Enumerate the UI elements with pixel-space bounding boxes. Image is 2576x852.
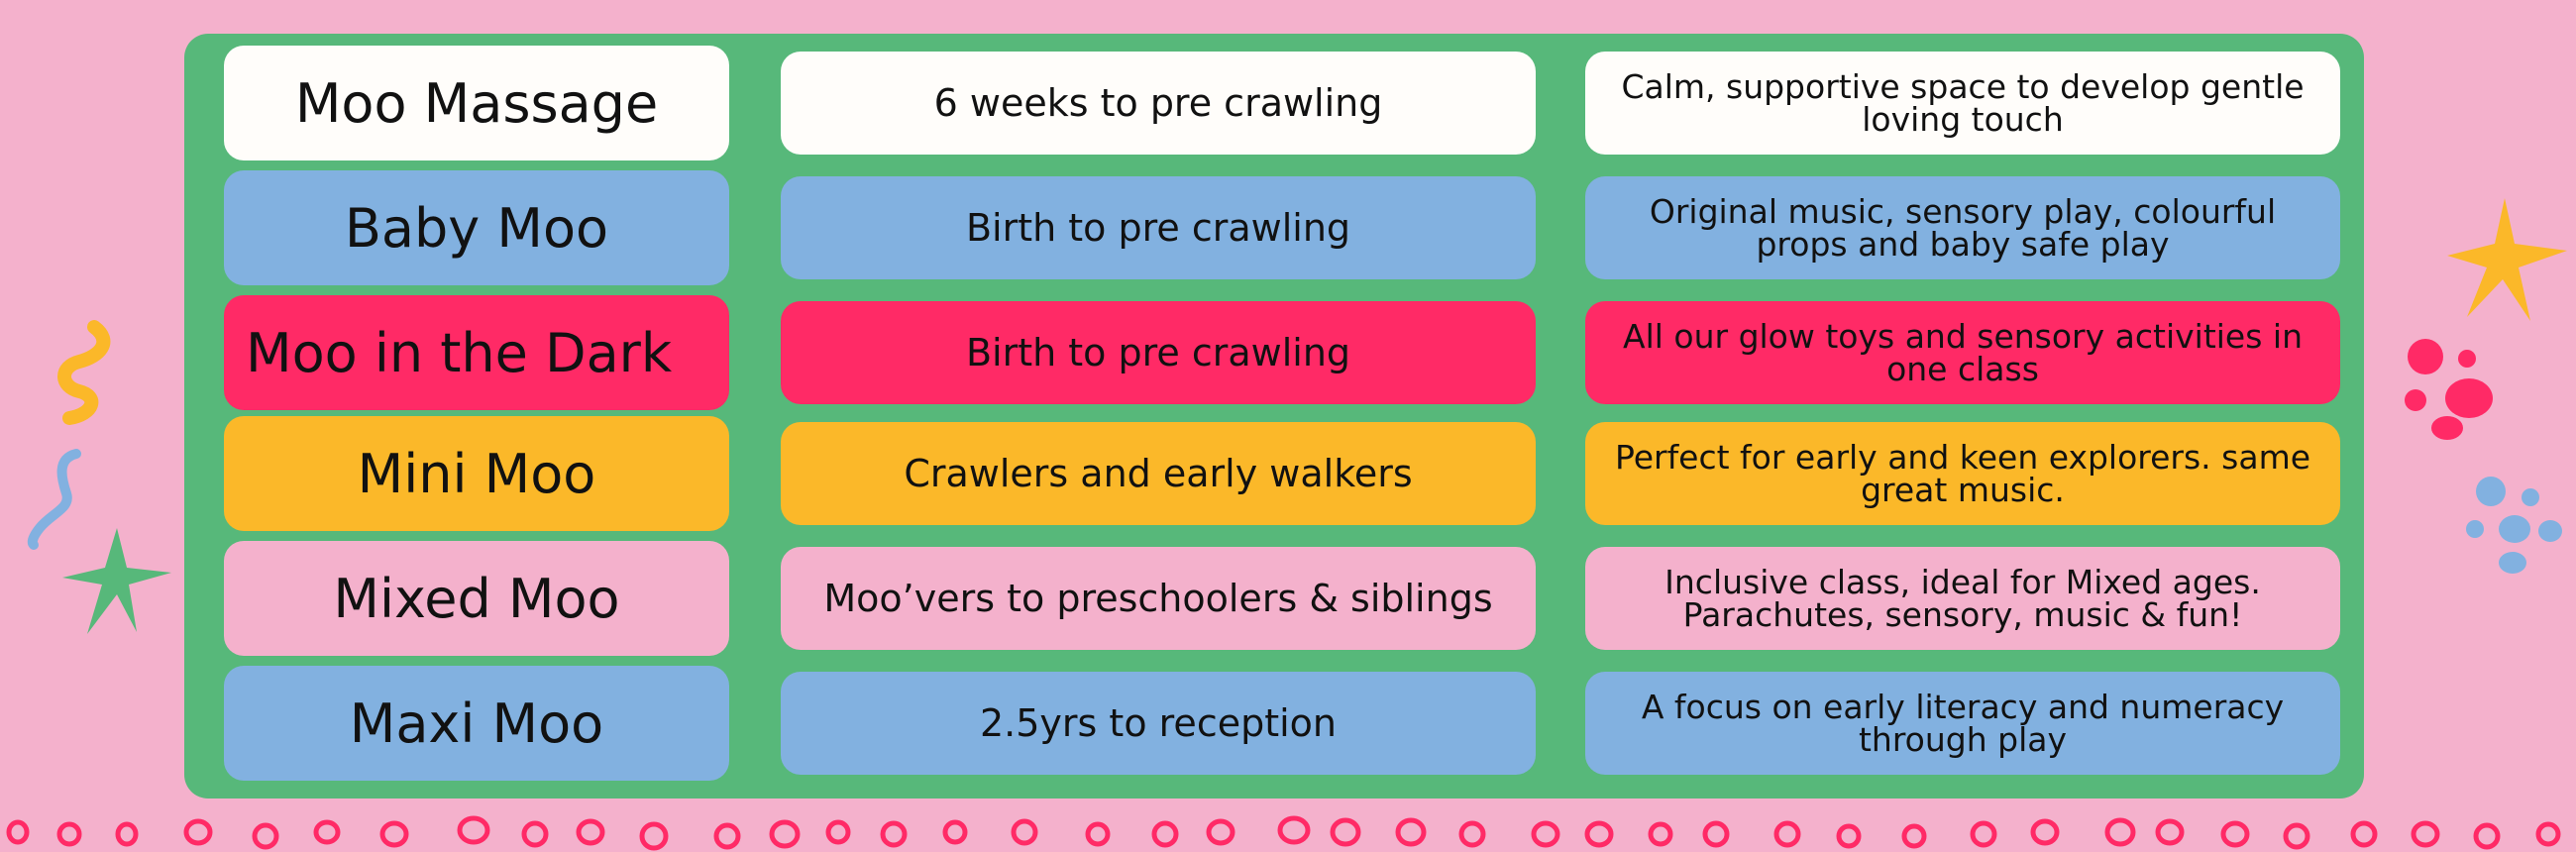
class-age-cell: 2.5yrs to reception — [781, 672, 1536, 775]
squiggle-yellow-icon — [57, 320, 111, 425]
class-name-cell: Mixed Moo — [224, 541, 729, 656]
table-row: Maxi Moo 2.5yrs to reception A focus on … — [184, 666, 2364, 781]
class-description-cell: Original music, sensory play, colourful … — [1585, 176, 2340, 279]
table-row: Moo Massage 6 weeks to pre crawling Calm… — [184, 46, 2364, 160]
class-name-cell: Moo in the Dark — [224, 295, 729, 410]
paw-blue-icon — [2466, 477, 2562, 574]
class-description-cell: A focus on early literacy and numeracy t… — [1585, 672, 2340, 775]
class-table: Moo Massage 6 weeks to pre crawling Calm… — [184, 34, 2364, 799]
table-row: Baby Moo Birth to pre crawling Original … — [184, 170, 2364, 285]
squiggle-blue-icon — [27, 449, 81, 550]
class-age-cell: 6 weeks to pre crawling — [781, 52, 1536, 155]
table-row: Moo in the Dark Birth to pre crawling Al… — [184, 295, 2364, 410]
class-name-cell: Baby Moo — [224, 170, 729, 285]
table-row: Mixed Moo Moo’vers to preschoolers & sib… — [184, 541, 2364, 656]
paw-red-icon — [2405, 339, 2493, 440]
class-name-cell: Mini Moo — [224, 416, 729, 531]
class-description-cell: Perfect for early and keen explorers. sa… — [1585, 422, 2340, 525]
class-description-cell: Inclusive class, ideal for Mixed ages. P… — [1585, 547, 2340, 650]
star-green-icon — [62, 528, 171, 634]
class-description-cell: Calm, supportive space to develop gentle… — [1585, 52, 2340, 155]
class-age-cell: Birth to pre crawling — [781, 301, 1536, 404]
class-age-cell: Birth to pre crawling — [781, 176, 1536, 279]
class-name-cell: Moo Massage — [224, 46, 729, 160]
class-name-cell: Maxi Moo — [224, 666, 729, 781]
class-age-cell: Crawlers and early walkers — [781, 422, 1536, 525]
table-row: Mini Moo Crawlers and early walkers Perf… — [184, 416, 2364, 531]
star-yellow-icon — [2447, 198, 2567, 321]
circle-border-icon — [6, 815, 2561, 851]
class-description-cell: All our glow toys and sensory activities… — [1585, 301, 2340, 404]
class-age-cell: Moo’vers to preschoolers & siblings — [781, 547, 1536, 650]
